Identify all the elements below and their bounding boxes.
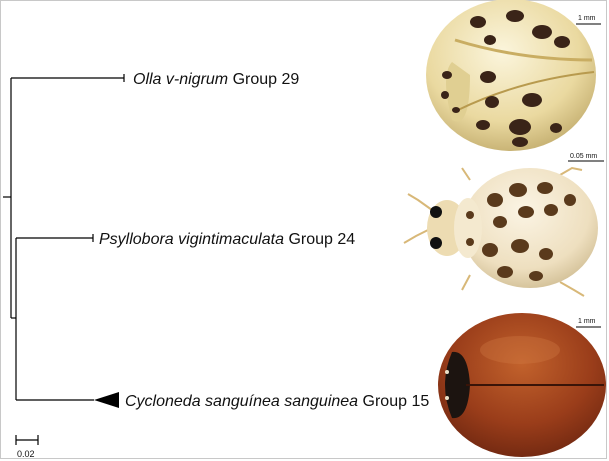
- olla-scale-label: 1 mm: [578, 15, 596, 22]
- specimen-photo-psyllobora: [404, 168, 598, 296]
- collapsed-clade-triangle: [94, 392, 119, 408]
- specimen-photo-cycloneda: [438, 313, 606, 457]
- tree-scale-label: 0.02: [17, 449, 35, 459]
- taxon-label-olla: Olla v-nigrum Group 29: [133, 71, 299, 88]
- taxon-label-psyllobora: Psyllobora vigintimaculata Group 24: [99, 231, 355, 248]
- taxon-label-cycloneda: Cycloneda sanguínea sanguinea Group 15: [125, 393, 429, 410]
- cycloneda-scale-label: 1 mm: [578, 318, 596, 325]
- psyllobora-scale-label: 0.05 mm: [570, 153, 597, 160]
- tree-scale-bar: [16, 435, 38, 445]
- specimen-photo-olla: [426, 0, 596, 151]
